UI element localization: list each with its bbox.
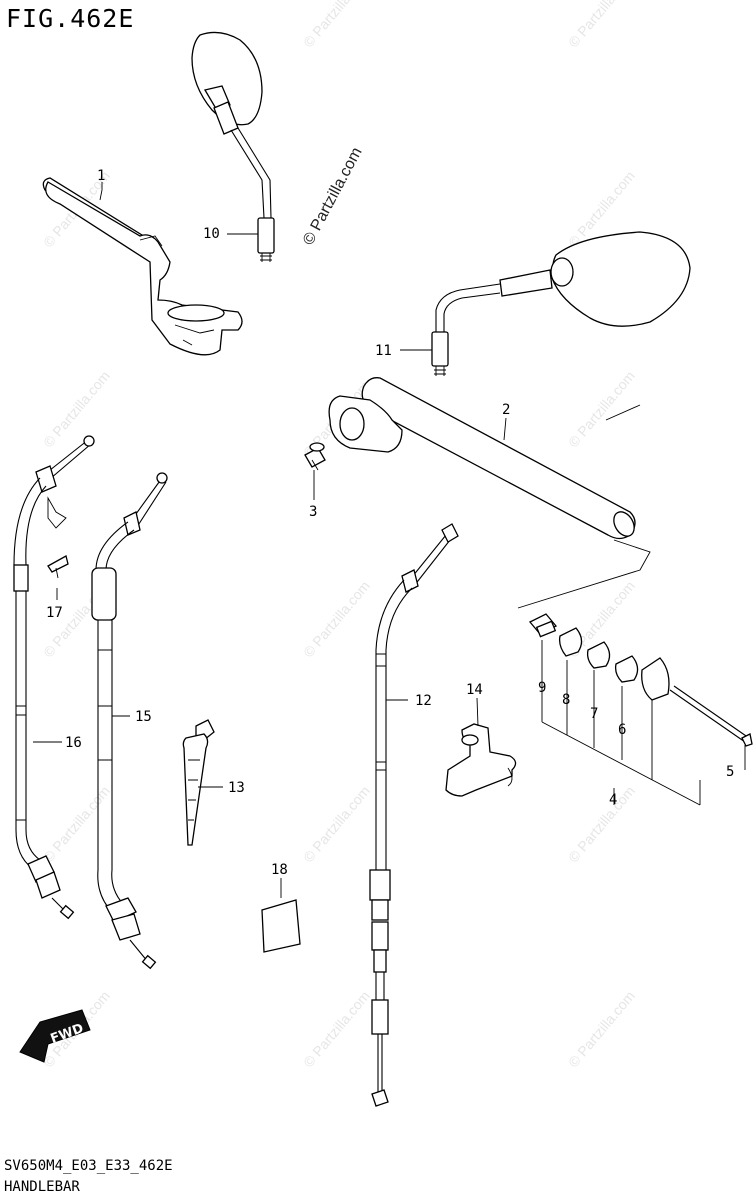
part-clutch-cable (369, 523, 459, 1107)
callout-16: 16 (65, 735, 82, 751)
callout-1: 1 (97, 168, 105, 184)
callout-2: 2 (502, 402, 510, 418)
part-throttle-cable-pull (91, 472, 168, 970)
callout-14: 14 (466, 682, 483, 698)
callout-9: 9 (538, 680, 546, 696)
part-bolt (304, 442, 326, 471)
part-bracket (445, 723, 517, 797)
callout-3: 3 (309, 504, 317, 520)
part-grip-left (42, 177, 243, 356)
callout-10: 10 (203, 226, 220, 242)
callout-15: 15 (135, 709, 152, 725)
part-handlebar (328, 377, 651, 609)
part-cable-tie (182, 719, 215, 846)
callout-5: 5 (726, 764, 734, 780)
part-label-sheet (261, 899, 301, 953)
part-mirror-left (191, 31, 275, 262)
part-throttle-cable-return (13, 435, 95, 920)
part-screw (47, 555, 69, 579)
figure-title: FIG.462E (6, 4, 135, 33)
callout-13: 13 (228, 780, 245, 796)
part-balancer-assembly (528, 613, 753, 806)
callout-leaders (33, 182, 615, 898)
callout-6: 6 (618, 722, 626, 738)
figure-code: SV650M4_E03_E33_462E (4, 1158, 173, 1174)
callout-18: 18 (271, 862, 288, 878)
part-mirror-right (431, 231, 691, 376)
fwd-direction-badge: FWD (19, 1009, 91, 1063)
callout-7: 7 (590, 706, 598, 722)
callout-12: 12 (415, 693, 432, 709)
callout-4: 4 (609, 792, 617, 808)
callout-11: 11 (375, 343, 392, 359)
figure-name: HANDLEBAR (4, 1179, 80, 1195)
callout-8: 8 (562, 692, 570, 708)
callout-17: 17 (46, 605, 63, 621)
callout-labels: 1 2 3 4 5 6 7 8 9 10 11 12 13 14 15 16 1… (46, 168, 734, 878)
